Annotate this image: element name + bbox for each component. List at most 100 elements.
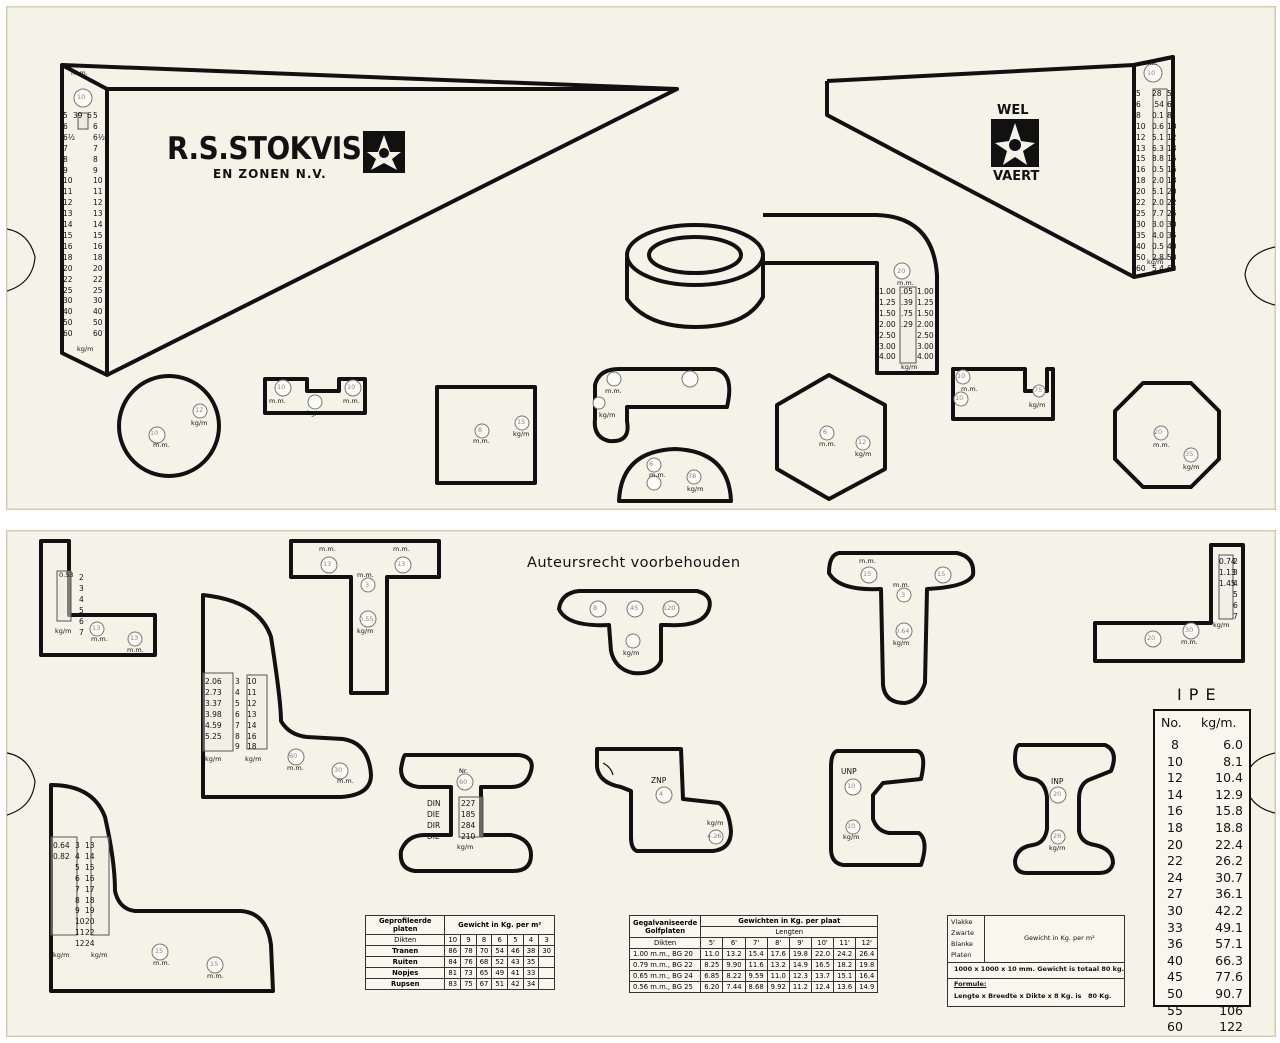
hook-kgm: kg/m <box>599 411 616 419</box>
right-wedge-size: 50 <box>1136 252 1146 262</box>
galvanized-length: 7' <box>744 937 768 949</box>
profiled-value: 42 <box>507 978 524 990</box>
left-wedge-size-right: 18 <box>93 252 103 262</box>
angle-small-size: 2 <box>79 573 84 582</box>
galvanized-value: 26.4 <box>855 948 879 960</box>
galvanized-row-name: 0.56 m.m., BG 25 <box>628 981 702 993</box>
angle-large-thickness: 3 <box>235 677 240 686</box>
angle-large-weight: 2.06 <box>205 677 222 686</box>
ipe-number: 33 <box>1167 919 1183 935</box>
unp-value: 10 <box>847 782 856 790</box>
right-wedge-top-hole-value: 10 <box>1147 69 1156 77</box>
right-wedge-window-value: 0.5 <box>1152 241 1164 251</box>
znp-kgm: kg/m <box>707 819 724 827</box>
angle-small-size: 5 <box>79 605 84 615</box>
din-value: 227 <box>461 799 476 808</box>
tube-mm-label: m.m. <box>897 279 914 287</box>
right-wedge-window-value: 0.1 <box>1152 110 1164 120</box>
right-wedge-mm-label: m.m. <box>1141 59 1158 67</box>
ipe-weight: 42.2 <box>1215 902 1243 918</box>
right-wedge-window-value: 6.3 <box>1152 143 1164 153</box>
galvanized-value: 19.8 <box>788 948 812 960</box>
t-middle-a: 8 <box>593 604 598 612</box>
left-wedge-size-right: 12 <box>93 198 103 208</box>
angle-bottom-weight: 0.64 <box>53 841 70 850</box>
right-wedge-size-right: 6 <box>1167 99 1172 109</box>
galvanized-header: Gewichten in Kg. per plaat <box>700 915 879 927</box>
right-wedge-window-value: 3.0 <box>1152 219 1164 229</box>
angle-small-right-size: 6 <box>1233 600 1238 610</box>
tube-diameter-right: 3.00 <box>917 341 934 351</box>
angle-large-size: 11 <box>247 687 257 697</box>
angle-large-size: 13 <box>247 709 257 719</box>
flat-bar-shape <box>263 377 367 415</box>
angle-small-window: 0.53 <box>59 571 74 579</box>
znp-weight: 4.26 <box>707 832 722 840</box>
angle-small-size: 7 <box>79 627 84 637</box>
oct-bar-side: 20 <box>1154 428 1163 436</box>
tube-diameter-right: 1.50 <box>917 308 934 318</box>
profiled-row-name: Nopjes <box>364 967 446 979</box>
galvanized-row-name: 0.79 m.m., BG 22 <box>628 959 702 971</box>
angle-bottom-hole1: 15 <box>155 947 164 955</box>
galvanized-value: 15.1 <box>833 970 857 982</box>
profiled-dikten-label: Dikten <box>364 934 446 946</box>
galvanized-value: 9.92 <box>766 981 790 993</box>
ipe-col-no: No. <box>1161 715 1182 730</box>
left-wedge-size: 22 <box>63 274 73 284</box>
left-wedge-size-right: 11 <box>93 187 103 197</box>
profiled-value: 84 <box>444 956 462 968</box>
left-wedge-size-right: 8 <box>93 154 98 164</box>
left-wedge-size: 11 <box>63 187 73 197</box>
galvanized-value: 11.6 <box>744 959 768 971</box>
angle-bottom-size: 19 <box>85 906 95 916</box>
t-right-h2: 15 <box>937 570 946 578</box>
u-small-b: 10 <box>955 394 964 402</box>
ipe-number: 16 <box>1167 803 1183 819</box>
oct-bar-weight: 35 <box>1185 450 1194 458</box>
din-nr-value: 60 <box>459 778 468 786</box>
flat-plates-box: Vlakke Zwarte Blanke Platen Gewicht in K… <box>947 915 1125 1007</box>
galvanized-value: 12.4 <box>810 981 835 993</box>
flat-bar-a: 10 <box>277 383 286 391</box>
unp-label: UNP <box>841 767 857 776</box>
angle-large-kgm: kg/m <box>205 755 222 763</box>
left-wedge-size: 25 <box>63 285 73 295</box>
angle-large-mm: m.m. <box>287 764 304 772</box>
t-middle-b: 45 <box>630 604 639 612</box>
flat-label-2: Zwarte <box>951 929 974 937</box>
angle-large-size: 16 <box>247 731 257 741</box>
angle-bottom-thickness: 5 <box>75 862 80 872</box>
galvanized-value: 11.2 <box>788 981 812 993</box>
ipe-number: 24 <box>1167 869 1183 885</box>
angle-bottom-size: 16 <box>85 873 95 883</box>
flat-label-3: Blanke <box>951 940 973 948</box>
ipe-number: 18 <box>1167 819 1183 835</box>
profiled-thickness: 6 <box>491 934 509 946</box>
right-wedge-size-right: 15 <box>1167 154 1177 164</box>
profiled-value: 38 <box>522 945 540 957</box>
angle-small-hole2: 13 <box>130 634 139 642</box>
galvanized-value: 15.4 <box>744 948 768 960</box>
left-wedge-size-right: 5 <box>93 111 98 120</box>
tube-window-value: .39 <box>901 297 913 307</box>
din-beam-shape <box>398 753 534 873</box>
oct-bar-kgm: kg/m <box>1183 463 1200 471</box>
angle-large-size: 14 <box>247 720 257 730</box>
u-small-a: 10 <box>957 372 966 380</box>
tube-diameter-right: 1.25 <box>917 297 934 307</box>
angle-bottom-size: 24 <box>85 939 95 949</box>
left-wedge-size: 18 <box>63 252 73 262</box>
profiled-value <box>538 956 555 968</box>
square-bar-mm: m.m. <box>473 437 490 445</box>
inp-kgm: kg/m <box>1049 844 1066 852</box>
flat-bar-mm-right: m.m. <box>343 397 360 405</box>
right-wedge-window-value: 5.1 <box>1152 132 1164 142</box>
profiled-value: 34 <box>522 978 540 990</box>
left-wedge-size-right: 6 <box>93 121 98 131</box>
